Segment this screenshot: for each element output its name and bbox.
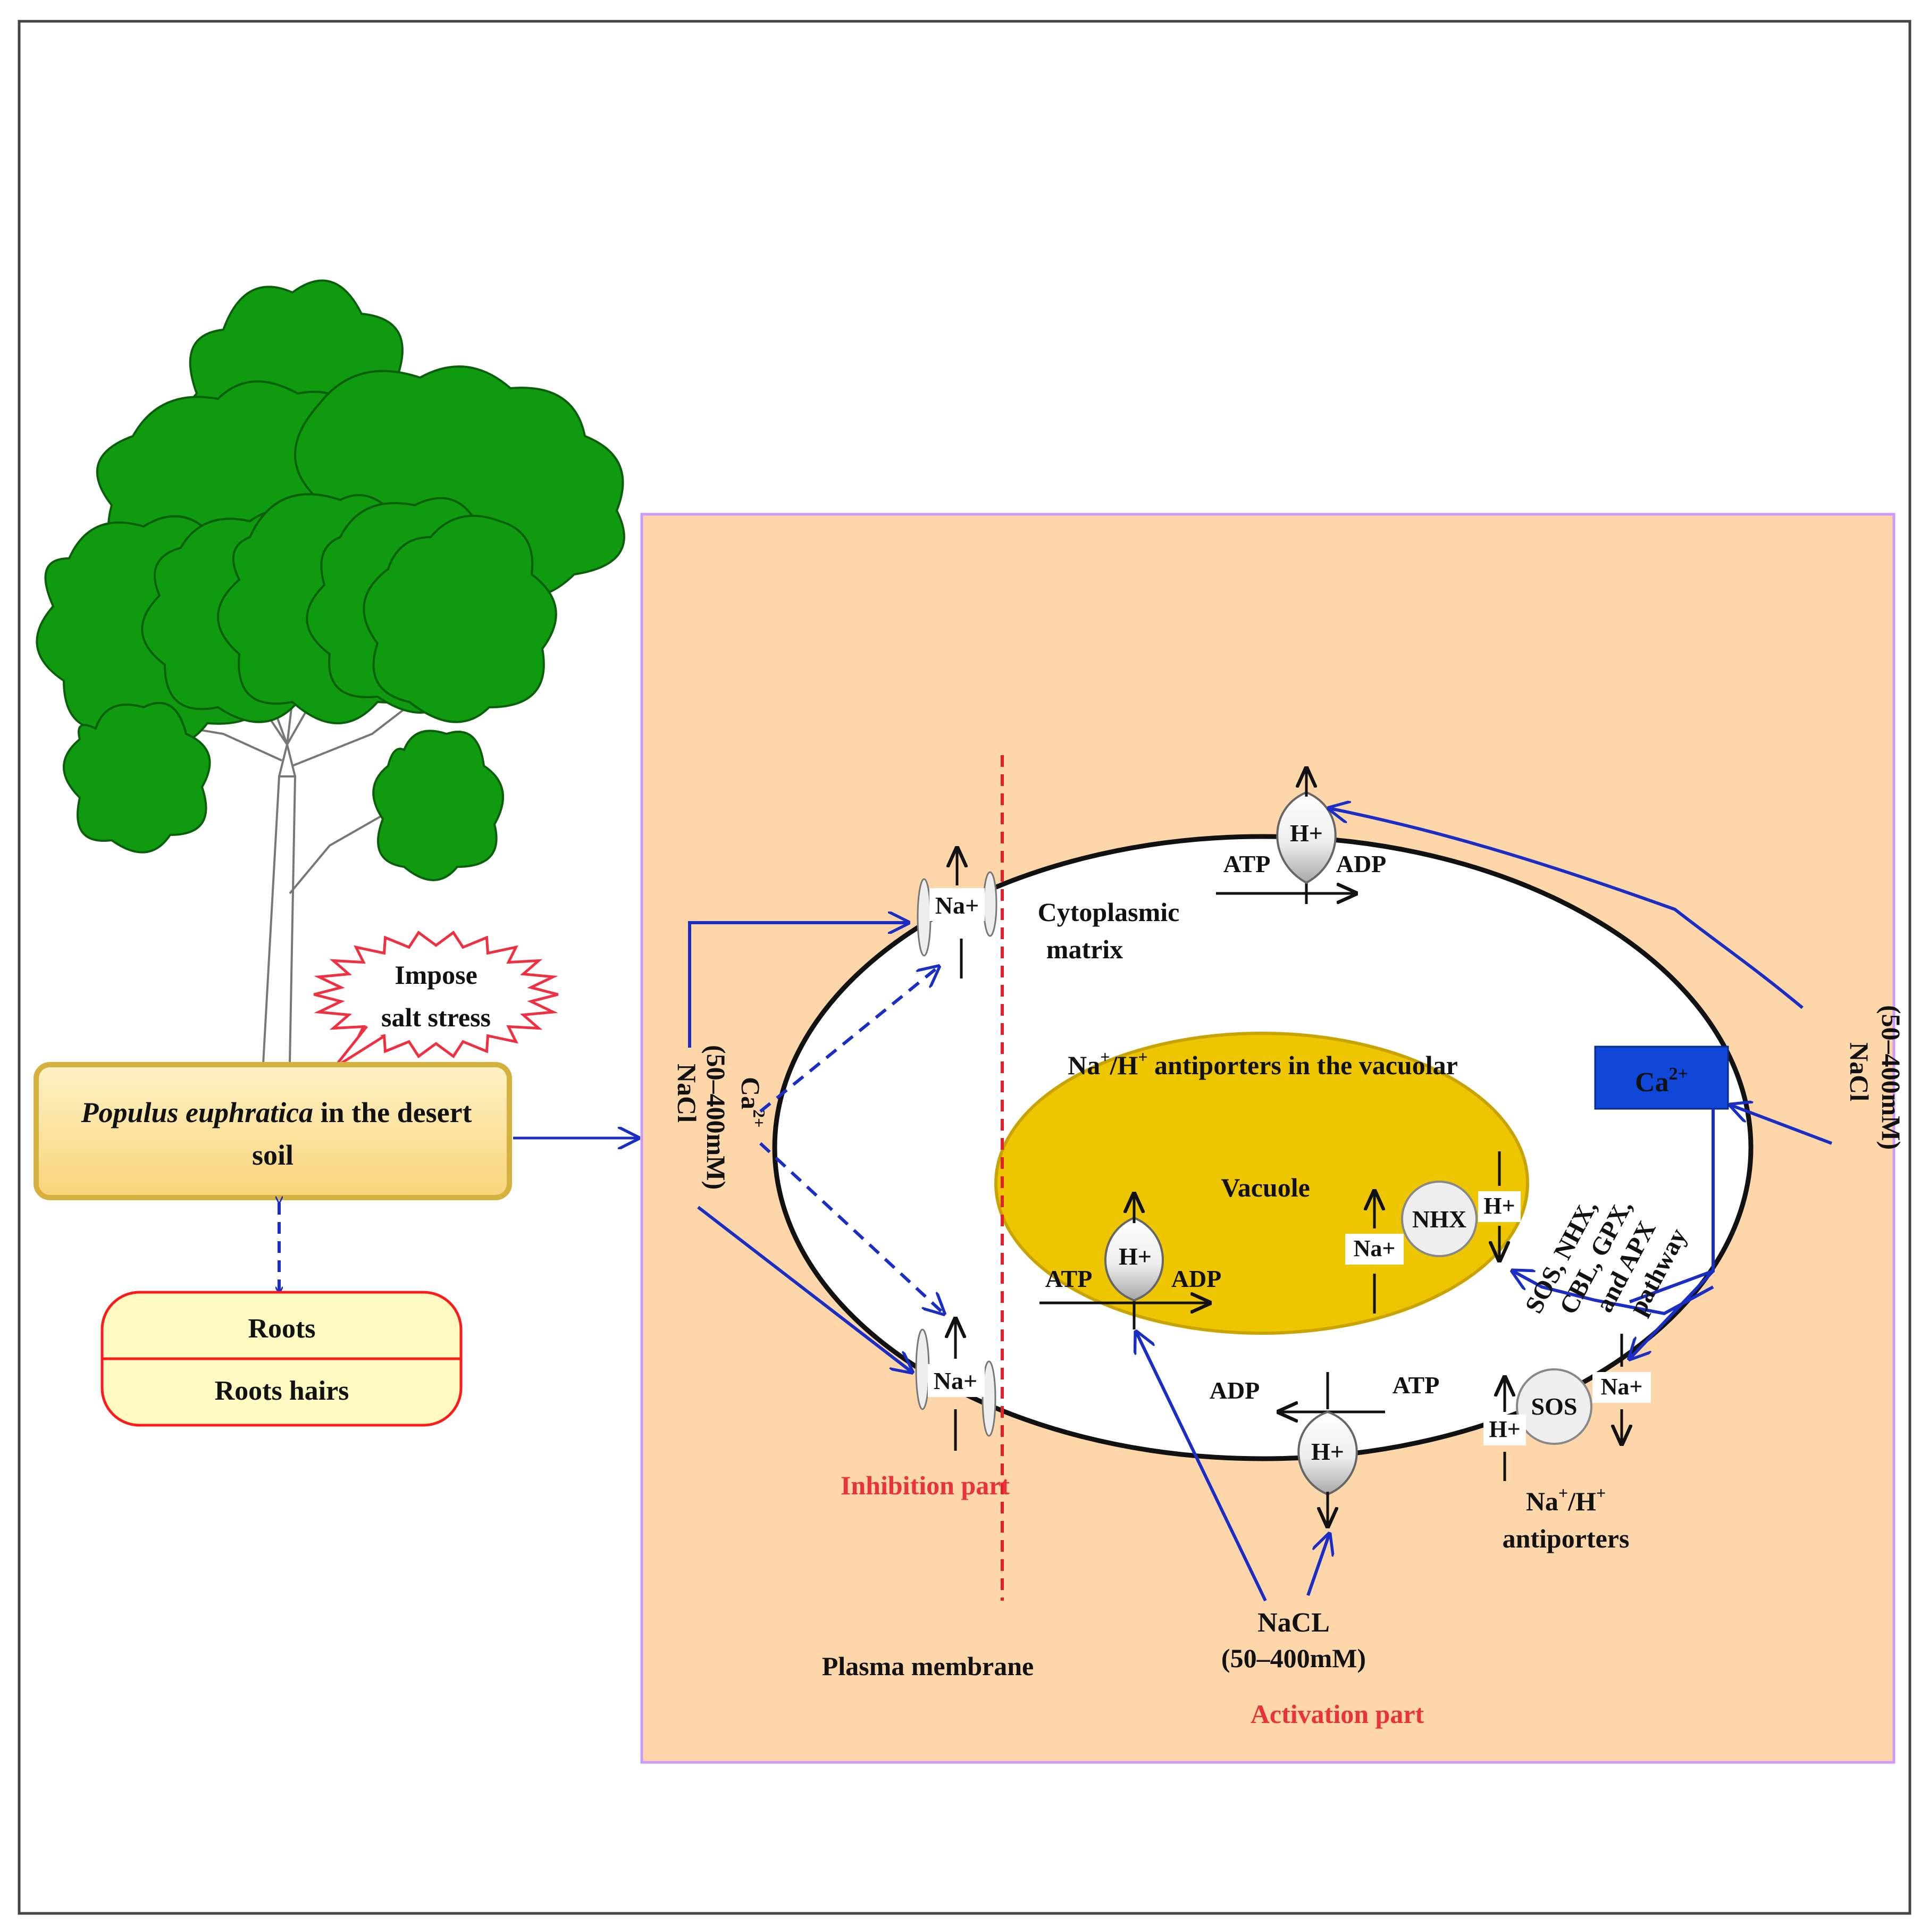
svg-text:H+: H+	[1311, 1438, 1344, 1465]
roots-box: Roots Roots hairs	[100, 1291, 463, 1427]
nacl-right: NaCl (50–400mM)	[1844, 1005, 1906, 1150]
svg-text:SOS: SOS	[1531, 1393, 1578, 1420]
tree-canopy	[36, 279, 625, 881]
svg-text:Na+: Na+	[935, 892, 979, 919]
nacl-to-na-upper-arrow	[688, 923, 908, 1048]
nacl-right-to-pump-arrow	[1329, 808, 1804, 1009]
svg-text:ATP: ATP	[1223, 850, 1271, 877]
h-pump-vacuole: H+ ATP ADP	[1039, 1194, 1221, 1329]
populus-soil-box: Populus euphratica in the desert soil	[33, 1062, 512, 1200]
plasma-membrane-label: Plasma membrane	[822, 1651, 1034, 1681]
h-pump-bottom: H+ ATP ADP	[1210, 1371, 1440, 1526]
ca-to-nhx-arrow	[1513, 1271, 1714, 1316]
ca-to-sos-arrow	[1630, 1269, 1715, 1359]
svg-text:Ca2+: Ca2+	[1635, 1064, 1688, 1098]
nacl-bottom-to-vacuole-pump-arrow	[1136, 1332, 1267, 1602]
svg-text:ATP: ATP	[1393, 1371, 1440, 1399]
antiporters-label-2: antiporters	[1503, 1524, 1630, 1553]
antiporters-label-1: Na+/H+	[1526, 1483, 1606, 1516]
svg-text:(50–400mM): (50–400mM)	[701, 1045, 731, 1190]
svg-text:NHX: NHX	[1412, 1206, 1466, 1233]
svg-text:ADP: ADP	[1171, 1265, 1222, 1292]
svg-text:NaCl: NaCl	[1844, 1042, 1874, 1101]
nacl-bottom-line1: NaCL	[1257, 1608, 1330, 1638]
activation-label: Activation part	[1251, 1699, 1424, 1729]
impose-salt-stress-callout: Impose salt stress	[313, 931, 559, 1069]
ca-left: Ca2+	[736, 1077, 769, 1127]
cytoplasmic-label-1: Cytoplasmic	[1038, 897, 1180, 927]
svg-text:H+: H+	[1290, 819, 1323, 847]
svg-text:Ca2+: Ca2+	[736, 1077, 769, 1127]
svg-text:ATP: ATP	[1045, 1265, 1093, 1292]
svg-text:(50–400mM): (50–400mM)	[1876, 1005, 1906, 1150]
soil-box-line2: soil	[252, 1139, 293, 1171]
sos-antiporter: SOS Na+ H+	[1483, 1334, 1651, 1481]
callout-line1: Impose	[395, 960, 477, 990]
svg-text:H+: H+	[1489, 1416, 1520, 1442]
roots-label: Roots	[248, 1314, 315, 1344]
cytoplasmic-label-2: matrix	[1046, 934, 1123, 964]
svg-text:H+: H+	[1119, 1243, 1152, 1270]
h-pump-top: H+ ATP ADP	[1216, 768, 1386, 904]
nacl-bottom-to-bottom-pump-arrow	[1306, 1534, 1329, 1596]
nacl-bottom-line2: (50–400mM)	[1221, 1643, 1366, 1673]
inhibition-label: Inhibition part	[841, 1470, 1010, 1500]
svg-text:ADP: ADP	[1210, 1377, 1260, 1404]
svg-text:NaCl: NaCl	[672, 1064, 702, 1123]
vacuole-label: Vacuole	[1221, 1173, 1310, 1202]
nacl-left: NaCl (50–400mM)	[672, 1045, 731, 1190]
na-channel-lower: Na+	[915, 1319, 996, 1451]
vacuole-antiporter-title: Na+/H+ antiporters in the vacuolar	[1068, 1047, 1458, 1080]
callout-line2: salt stress	[381, 1002, 491, 1032]
roots-hairs-label: Roots hairs	[215, 1376, 349, 1406]
svg-text:Na+: Na+	[934, 1367, 977, 1394]
ca-to-na-upper-arrow	[759, 967, 938, 1113]
svg-text:ADP: ADP	[1336, 850, 1387, 877]
svg-text:Na+: Na+	[1354, 1235, 1396, 1261]
soil-box-line1: Populus euphratica in the desert	[80, 1097, 472, 1128]
tree-illustration	[36, 279, 625, 1064]
svg-text:H+: H+	[1483, 1193, 1515, 1219]
nacl-right-to-ca-arrow	[1731, 1105, 1833, 1145]
na-channel-upper: Na+	[917, 848, 997, 978]
ca-box: Ca2+	[1594, 1046, 1729, 1110]
svg-text:Na+: Na+	[1601, 1374, 1643, 1400]
nacl-to-na-lower-arrow	[697, 1206, 912, 1372]
nhx-antiporter: NHX Na+ H+	[1345, 1151, 1521, 1314]
